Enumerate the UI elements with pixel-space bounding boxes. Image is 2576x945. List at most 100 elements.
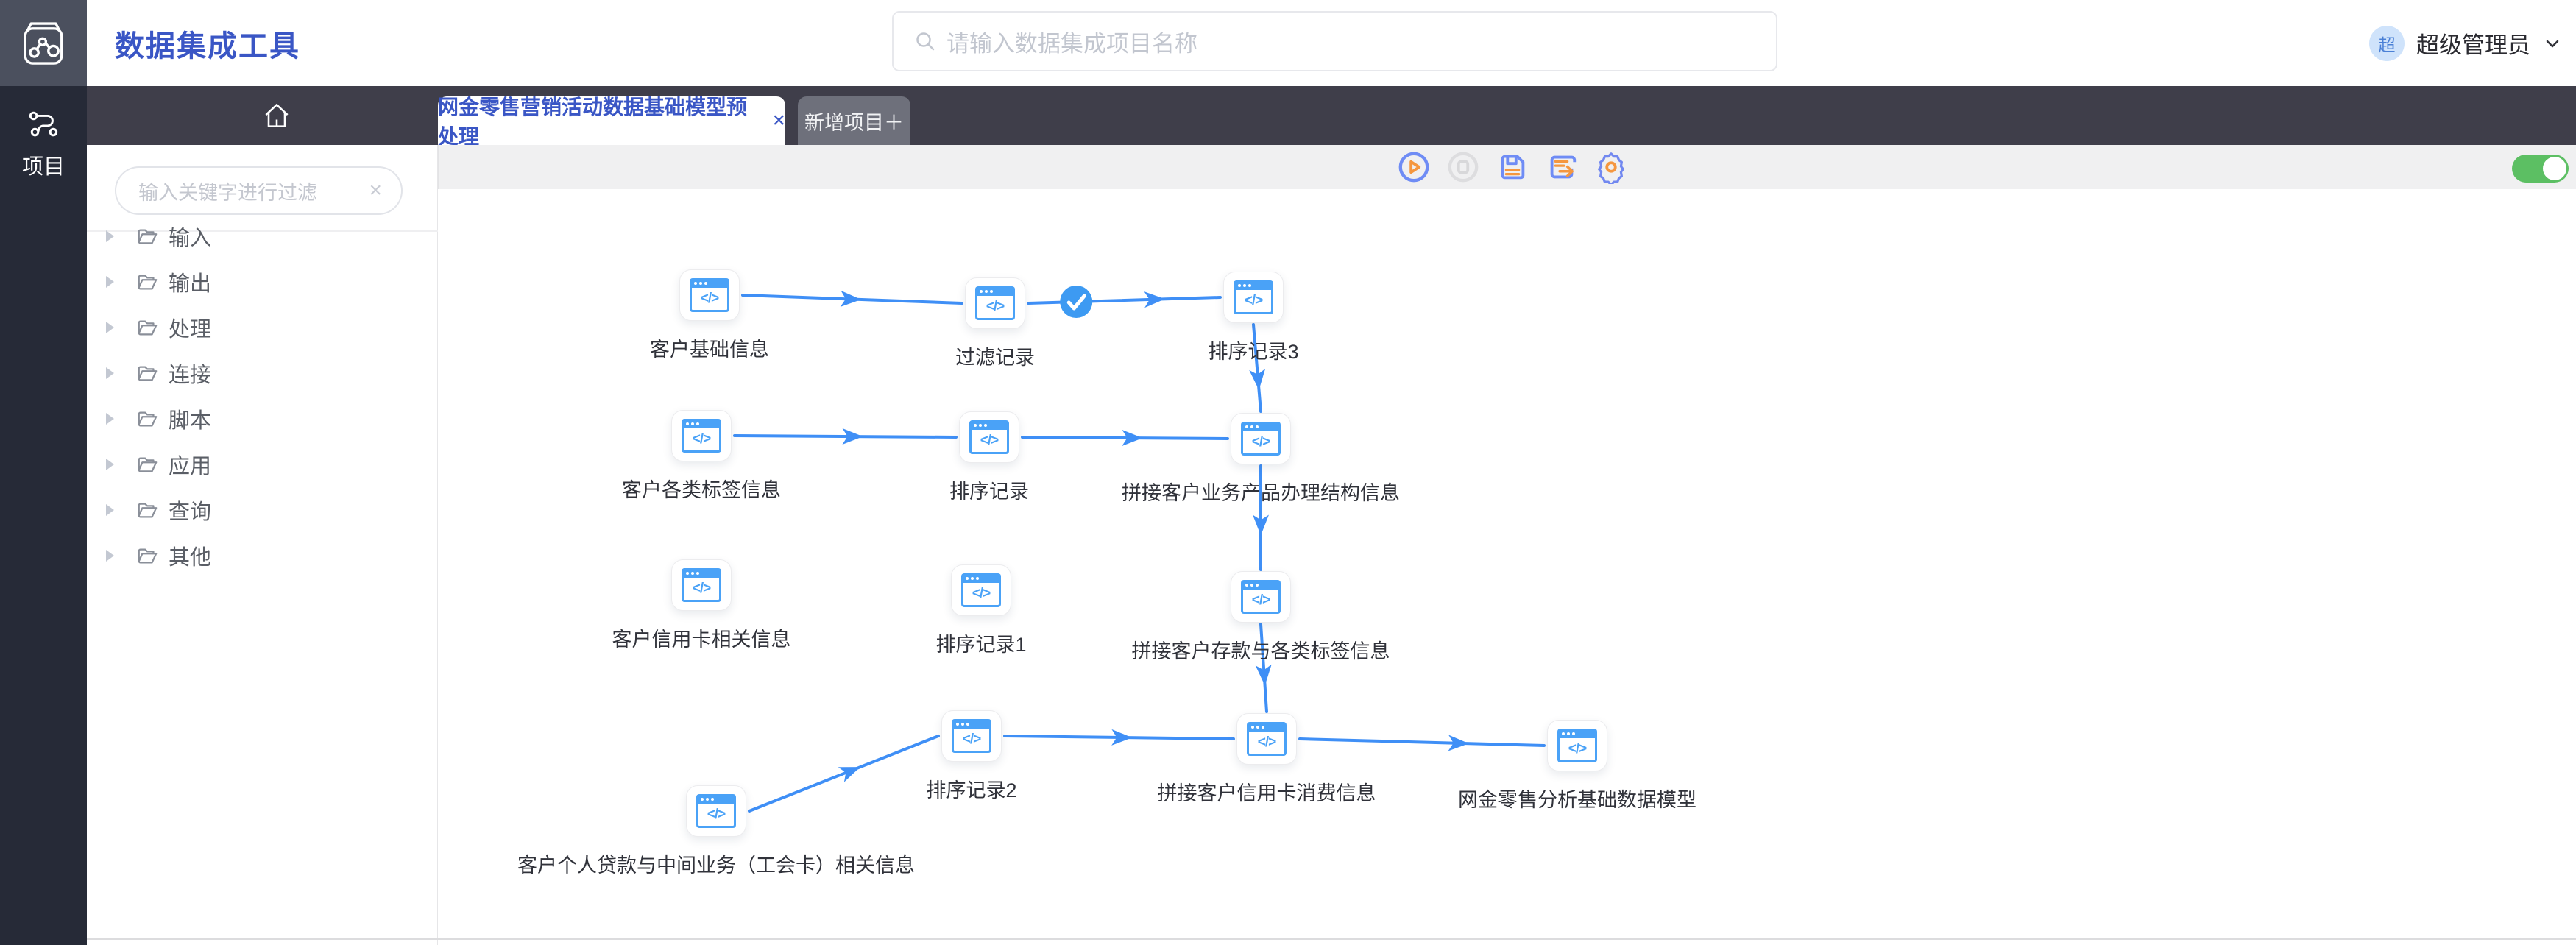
tree-item-查询[interactable]: 查询 <box>87 487 438 533</box>
search-placeholder: 请输入数据集成项目名称 <box>946 30 1197 57</box>
component-tree: 输入输出处理连接脚本应用查询其他 <box>87 213 438 578</box>
flow-node-label: 客户个人贷款与中间业务（工会卡）相关信息 <box>517 854 915 877</box>
code-window-icon: </> <box>690 278 729 312</box>
flow-node-label: 客户信用卡相关信息 <box>612 629 791 651</box>
folder-icon <box>138 366 158 381</box>
code-window-icon: </> <box>952 719 991 753</box>
caret-right-icon[interactable] <box>106 413 114 425</box>
clear-icon[interactable]: × <box>369 178 382 202</box>
tree-item-label: 连接 <box>169 364 212 387</box>
flow-node-n4[interactable]: </> <box>671 410 732 461</box>
flow-node-n6[interactable]: </> <box>1231 413 1291 464</box>
folder-icon <box>138 548 158 564</box>
flow-node-label: 排序记录1 <box>935 634 1027 656</box>
tree-item-脚本[interactable]: 脚本 <box>87 396 438 442</box>
stop-button[interactable] <box>1446 150 1480 184</box>
folder-icon <box>138 229 158 244</box>
canvas-toggle[interactable] <box>2512 155 2569 183</box>
tree-item-label: 应用 <box>169 455 212 478</box>
tree-item-label: 输出 <box>169 272 212 296</box>
divider <box>87 938 2576 940</box>
tab-label: 网金零售营销活动数据基础模型预处理 <box>438 96 748 148</box>
flow-node-label: 过滤记录 <box>955 347 1035 369</box>
tree-item-label: 查询 <box>169 500 212 524</box>
code-window-icon: </> <box>1557 729 1597 762</box>
code-window-icon: </> <box>682 419 721 453</box>
flow-node-label: 客户各类标签信息 <box>622 479 781 501</box>
flow-node-n13[interactable]: </> <box>1547 720 1607 771</box>
flow-node-n12[interactable]: </> <box>1236 713 1297 765</box>
folder-icon <box>138 457 158 473</box>
search-input[interactable]: 请输入数据集成项目名称 <box>892 11 1777 71</box>
code-window-icon: </> <box>1234 280 1273 314</box>
save-button[interactable] <box>1496 150 1529 184</box>
tab-new-project[interactable]: 新增项目＋ <box>798 96 910 145</box>
sidebar-item-label: 项目 <box>21 155 65 179</box>
flow-node-n8[interactable]: </> <box>951 564 1011 616</box>
code-window-icon: </> <box>696 794 736 828</box>
caret-right-icon[interactable] <box>106 504 114 516</box>
tree-item-应用[interactable]: 应用 <box>87 442 438 487</box>
flow-node-label: 拼接客户业务产品办理结构信息 <box>1122 482 1400 504</box>
flow-canvas[interactable] <box>438 189 2576 945</box>
run-button[interactable] <box>1397 150 1431 184</box>
export-icon <box>1550 155 1577 179</box>
flow-node-label: 网金零售分析基础数据模型 <box>1458 789 1696 811</box>
app-logo <box>0 0 87 86</box>
caret-right-icon[interactable] <box>106 550 114 562</box>
flow-node-label: 排序记录 <box>949 481 1029 503</box>
tree-item-输出[interactable]: 输出 <box>87 259 438 305</box>
divider <box>87 230 438 232</box>
flow-node-n1[interactable]: </> <box>679 269 740 321</box>
user-name: 超级管理员 <box>2416 32 2530 58</box>
filter-input[interactable]: 输入关键字进行过滤 × <box>115 166 403 215</box>
flow-node-n5[interactable]: </> <box>959 411 1019 463</box>
home-icon <box>265 104 289 127</box>
chevron-down-icon <box>2546 40 2559 47</box>
tree-item-连接[interactable]: 连接 <box>87 350 438 396</box>
tree-item-label: 其他 <box>169 546 212 570</box>
export-button[interactable] <box>1545 150 1579 184</box>
code-window-icon: </> <box>1241 422 1281 456</box>
tree-item-处理[interactable]: 处理 <box>87 305 438 350</box>
flow-node-n7[interactable]: </> <box>671 559 732 611</box>
code-window-icon: </> <box>1247 722 1287 756</box>
sidebar-item-projects[interactable]: 项目 <box>22 107 65 180</box>
tree-item-其他[interactable]: 其他 <box>87 533 438 578</box>
caret-right-icon[interactable] <box>106 322 114 333</box>
caret-right-icon[interactable] <box>106 459 114 470</box>
user-menu[interactable]: 超 超级管理员 <box>2369 0 2563 86</box>
flow-node-n10[interactable]: </> <box>686 785 746 837</box>
flow-node-label: 客户基础信息 <box>650 339 769 361</box>
toggle-knob <box>2543 157 2566 180</box>
stop-icon <box>1448 152 1479 183</box>
flow-node-n9[interactable]: </> <box>1231 571 1291 623</box>
code-window-icon: </> <box>961 573 1001 607</box>
flow-node-n2[interactable]: </> <box>965 277 1025 329</box>
gear-icon <box>1598 152 1624 186</box>
tree-item-输入[interactable]: 输入 <box>87 213 438 259</box>
search-icon <box>916 32 935 51</box>
folder-icon <box>138 275 158 290</box>
caret-right-icon[interactable] <box>106 276 114 288</box>
flow-node-label: 拼接客户信用卡消费信息 <box>1157 782 1376 804</box>
caret-right-icon[interactable] <box>106 230 114 242</box>
component-tree-panel: 输入关键字进行过滤 × 输入输出处理连接脚本应用查询其他 <box>87 145 438 945</box>
avatar: 超 <box>2369 25 2405 61</box>
play-icon <box>1398 152 1429 183</box>
folder-icon <box>138 320 158 336</box>
flow-node-n11[interactable]: </> <box>941 710 1002 762</box>
tree-item-label: 处理 <box>169 318 212 341</box>
home-button[interactable] <box>247 86 306 145</box>
code-window-icon: </> <box>1241 580 1281 614</box>
close-icon[interactable]: × <box>772 108 785 132</box>
code-window-icon: </> <box>969 420 1009 454</box>
flow-node-n3[interactable]: </> <box>1223 272 1284 323</box>
caret-right-icon[interactable] <box>106 367 114 379</box>
tab-project-active[interactable]: 网金零售营销活动数据基础模型预处理 × <box>438 96 785 148</box>
canvas-toolbar <box>438 145 2576 189</box>
top-header: 数据集成工具 请输入数据集成项目名称 超 超级管理员 <box>0 0 2576 86</box>
flow-node-label: 排序记录2 <box>926 779 1017 801</box>
filter-placeholder: 输入关键字进行过滤 <box>138 181 317 204</box>
settings-button[interactable] <box>1594 150 1628 186</box>
